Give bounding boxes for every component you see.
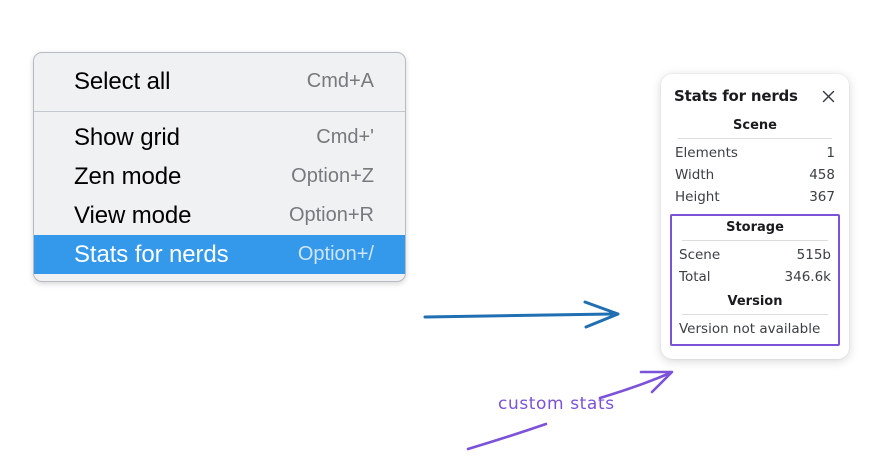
section-rule	[682, 314, 828, 315]
stat-row-height: Height 367	[672, 186, 838, 208]
menu-item-label: Show grid	[74, 123, 180, 151]
menu-item-zen-mode[interactable]: Zen mode Option+Z	[34, 157, 405, 196]
panel-header: Stats for nerds	[672, 87, 838, 105]
stat-key: Total	[679, 269, 711, 285]
menu-separator	[34, 111, 405, 112]
menu-item-select-all[interactable]: Select all Cmd+A	[34, 62, 405, 101]
stat-key: Height	[675, 189, 720, 205]
close-icon[interactable]	[820, 88, 837, 105]
menu-item-view-mode[interactable]: View mode Option+R	[34, 196, 405, 235]
blue-arrow-icon	[423, 300, 620, 329]
menu-item-label: View mode	[74, 201, 192, 229]
panel-title: Stats for nerds	[674, 87, 798, 105]
stat-value: 367	[809, 189, 835, 205]
menu-item-shortcut: Cmd+A	[306, 70, 374, 92]
stat-row-storage-total: Total 346.6k	[676, 266, 834, 288]
menu-item-shortcut: Cmd+'	[316, 126, 374, 148]
stat-row-elements: Elements 1	[672, 142, 838, 164]
menu-item-shortcut: Option+/	[297, 243, 374, 265]
stats-for-nerds-panel: Stats for nerds Scene Elements 1 Width 4…	[661, 74, 849, 359]
stat-value: 1	[826, 145, 835, 161]
section-heading-storage: Storage	[726, 220, 784, 235]
menu-item-label: Stats for nerds	[74, 240, 229, 268]
version-value: Version not available	[679, 321, 821, 337]
stat-key: Scene	[679, 247, 721, 263]
stat-key: Width	[675, 167, 715, 183]
stat-key: Elements	[675, 145, 738, 161]
menu-item-shortcut: Option+Z	[291, 165, 374, 187]
stat-value: 515b	[796, 247, 831, 263]
section-rule	[678, 138, 832, 139]
menu-item-shortcut: Option+R	[288, 204, 374, 226]
stat-value: 458	[809, 167, 835, 183]
menu-group-2: Show grid Cmd+' Zen mode Option+Z View m…	[34, 112, 405, 281]
menu-item-label: Zen mode	[74, 162, 182, 190]
context-menu[interactable]: Select all Cmd+A Show grid Cmd+' Zen mod…	[33, 52, 406, 282]
annotation-label-custom-stats: custom stats	[498, 394, 615, 414]
stat-row-width: Width 458	[672, 164, 838, 186]
menu-item-label: Select all	[74, 67, 171, 95]
stat-row-storage-scene: Scene 515b	[676, 244, 834, 266]
section-heading-scene: Scene	[733, 118, 777, 133]
purple-underline-stroke	[466, 422, 548, 451]
section-heading-version: Version	[727, 294, 783, 309]
stat-value: 346.6k	[784, 269, 831, 285]
custom-stats-section: Storage Scene 515b Total 346.6k Version …	[670, 214, 840, 346]
menu-item-show-grid[interactable]: Show grid Cmd+'	[34, 118, 405, 157]
menu-item-stats-for-nerds[interactable]: Stats for nerds Option+/	[34, 235, 405, 274]
section-rule	[682, 240, 828, 241]
menu-group-1: Select all Cmd+A	[34, 53, 405, 111]
